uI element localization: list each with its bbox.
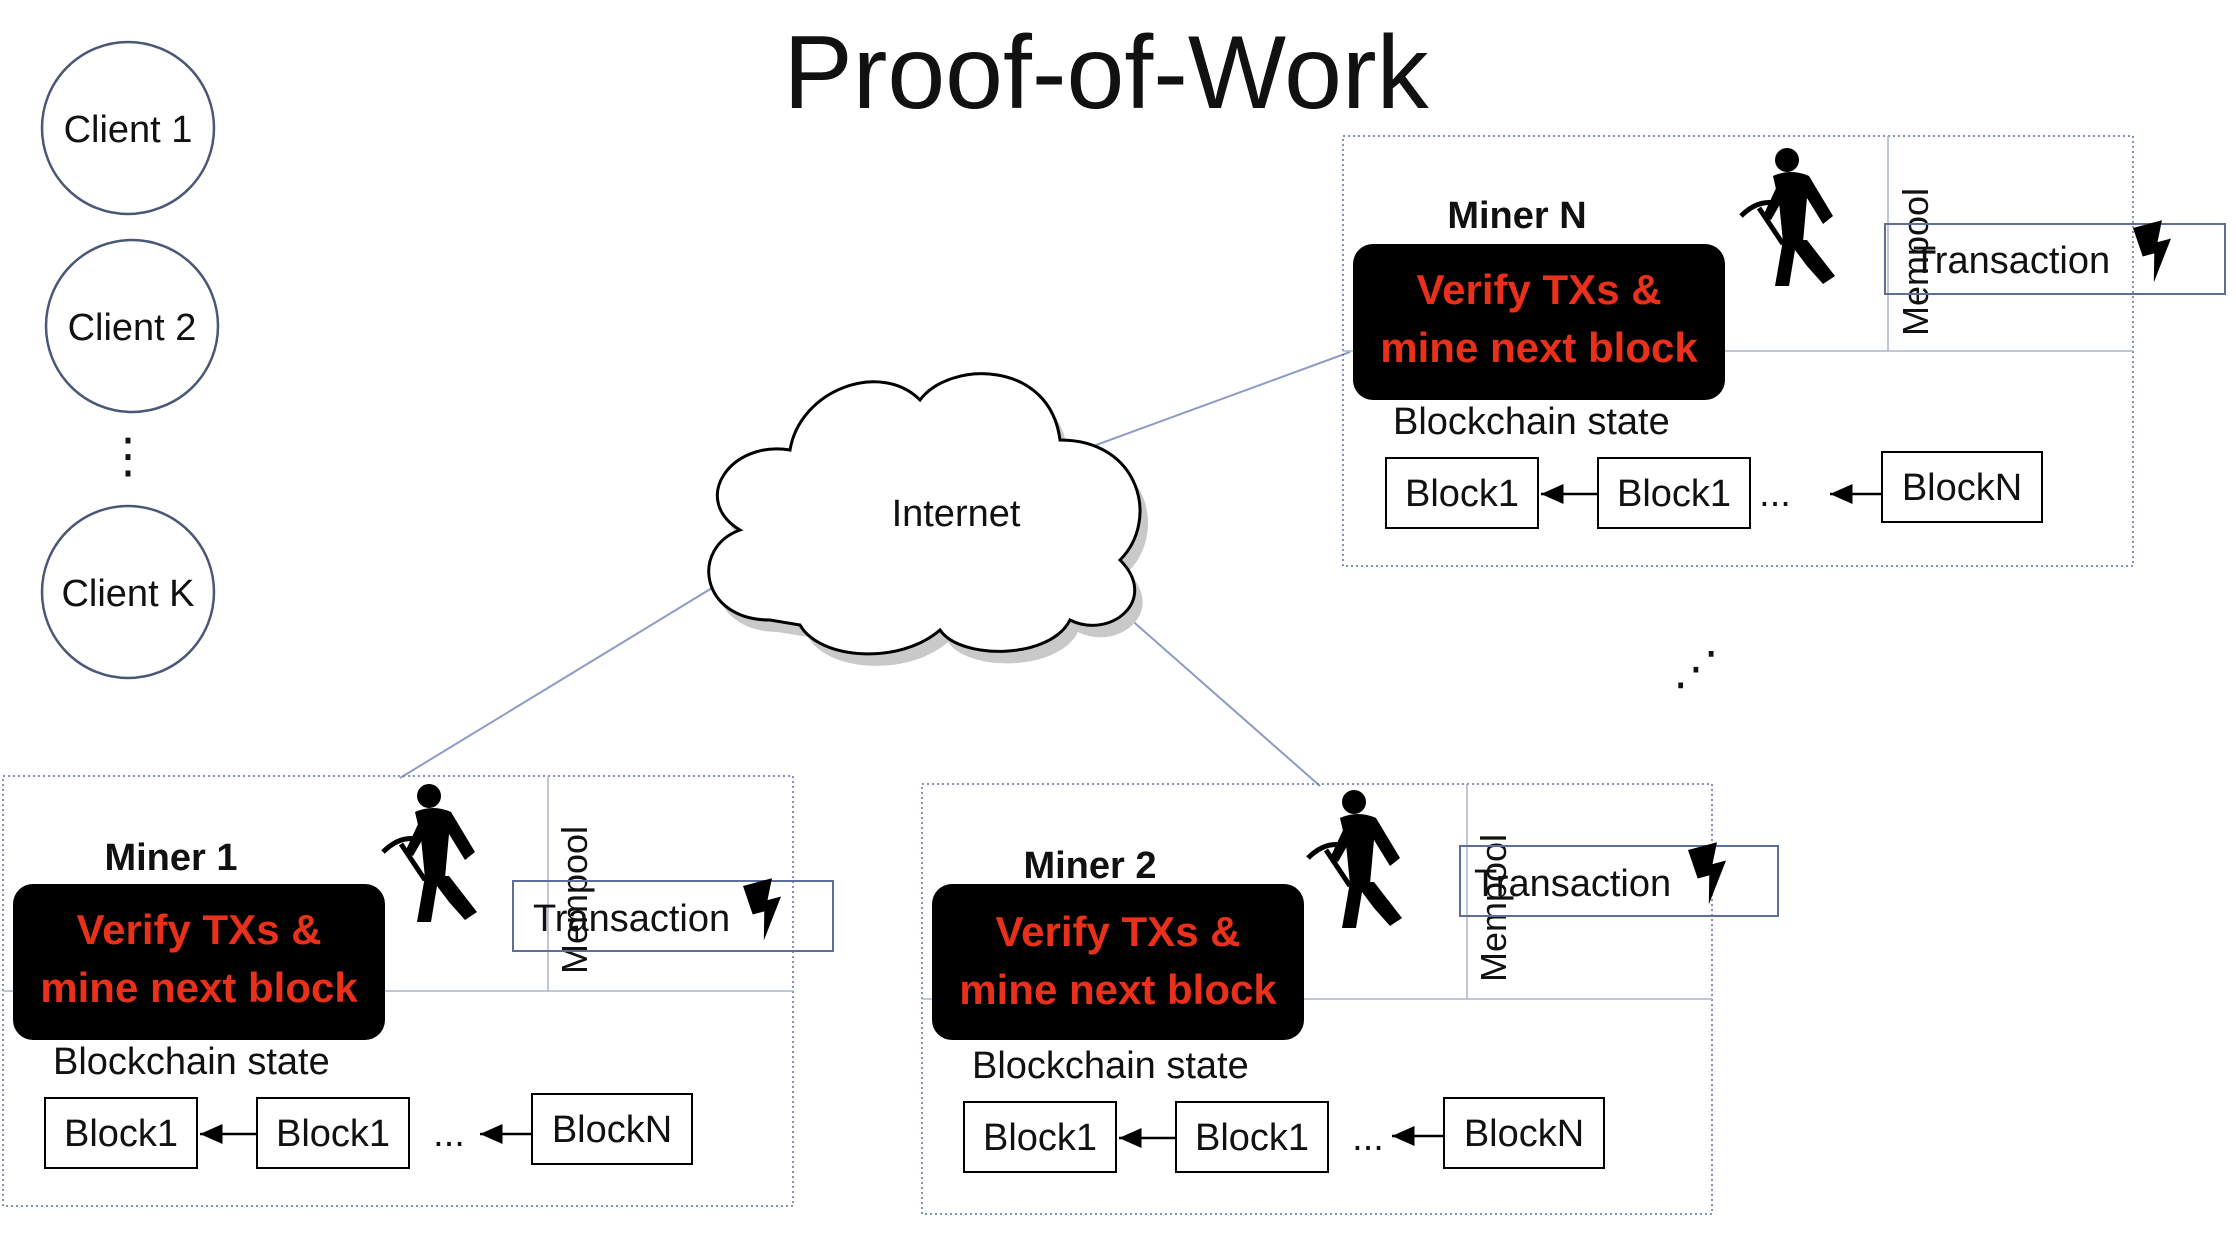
block-box bbox=[963, 1101, 1117, 1173]
verify-box bbox=[932, 884, 1304, 1040]
lightning-bolt-icon bbox=[743, 877, 791, 943]
miner-name: Miner 1 bbox=[104, 837, 237, 879]
mempool-label: Mempool bbox=[1895, 188, 1936, 336]
block-label: Block1 bbox=[983, 1117, 1097, 1159]
verify-box bbox=[13, 884, 385, 1040]
transaction-label: Transaction bbox=[533, 898, 730, 940]
verify-line-1: Verify TXs & bbox=[1416, 266, 1661, 313]
miner-name: Miner 2 bbox=[1023, 845, 1156, 887]
block-label: Block1 bbox=[1617, 473, 1731, 515]
miner-name: Miner N bbox=[1447, 195, 1586, 237]
verify-line-2: mine next block bbox=[1380, 324, 1698, 371]
block-label: Block1 bbox=[1405, 473, 1519, 515]
miner-panel: Miner 2 Verify TXs & mine next block Mem… bbox=[921, 783, 1779, 1215]
block-ellipsis: ... bbox=[1759, 473, 1791, 515]
block-label: Block1 bbox=[1195, 1117, 1309, 1159]
block-box bbox=[1443, 1097, 1605, 1169]
block-label: Block1 bbox=[276, 1113, 390, 1155]
transaction-box bbox=[512, 880, 834, 952]
client-node: Client K bbox=[40, 504, 216, 680]
block-box bbox=[1385, 457, 1539, 529]
block-box bbox=[256, 1097, 410, 1169]
internet-label: Internet bbox=[892, 493, 1021, 535]
block-label: BlockN bbox=[1464, 1113, 1584, 1155]
verify-line-2: mine next block bbox=[959, 966, 1277, 1013]
verify-line-1: Verify TXs & bbox=[76, 906, 321, 953]
block-box bbox=[1597, 457, 1751, 529]
network-connectors bbox=[399, 351, 1351, 787]
cloud-icon: Internet bbox=[707, 372, 1148, 666]
connector-to-miner-2 bbox=[1119, 609, 1321, 787]
client-node: Client 1 bbox=[40, 40, 216, 216]
connector-to-miner-n bbox=[1087, 351, 1351, 449]
mempool-label: Mempool bbox=[554, 826, 595, 974]
block-box bbox=[531, 1093, 693, 1165]
client-node: Client 2 bbox=[44, 238, 220, 414]
mempool-label: Mempool bbox=[1473, 834, 1514, 982]
miner-with-pickaxe-icon bbox=[1741, 148, 1835, 286]
miner-panel: Miner 1 Verify TXs & mine next block Mem… bbox=[2, 775, 834, 1207]
transaction-label: Transaction bbox=[1474, 863, 1671, 905]
blockchain-row: Block1 Block1 ... BlockN bbox=[963, 1097, 1605, 1173]
miner-with-pickaxe-icon bbox=[1308, 790, 1402, 928]
clients-ellipsis: ⋮ bbox=[104, 430, 152, 483]
verify-line-2: mine next block bbox=[40, 964, 358, 1011]
blockchain-row: Block1 Block1 ... BlockN bbox=[1385, 451, 2043, 529]
block-ellipsis: ... bbox=[1352, 1117, 1384, 1159]
miner-panel: Miner N Verify TXs & mine next block Mem… bbox=[1342, 135, 2226, 567]
transaction-box bbox=[1884, 223, 2226, 295]
blockchain-state-label: Blockchain state bbox=[1393, 401, 1670, 443]
lightning-bolt-icon bbox=[2133, 219, 2181, 285]
client-label: Client 2 bbox=[68, 307, 197, 349]
more-miners-ellipsis: ⋰ bbox=[1673, 642, 1719, 694]
transaction-label: Transaction bbox=[1913, 240, 2110, 282]
blockchain-state-label: Blockchain state bbox=[53, 1041, 330, 1083]
blockchain-state-label: Blockchain state bbox=[972, 1045, 1249, 1087]
verify-box bbox=[1353, 244, 1725, 400]
client-label: Client 1 bbox=[64, 109, 193, 151]
block-label: BlockN bbox=[1902, 467, 2022, 509]
miner-with-pickaxe-icon bbox=[383, 784, 477, 922]
page-title: Proof-of-Work bbox=[783, 15, 1429, 131]
connector-to-miner-1 bbox=[399, 587, 713, 779]
clients-column: Client 1 Client 2 ⋮ Client K bbox=[40, 40, 220, 680]
block-label: Block1 bbox=[64, 1113, 178, 1155]
block-label: BlockN bbox=[552, 1109, 672, 1151]
block-ellipsis: ... bbox=[433, 1113, 465, 1155]
lightning-bolt-icon bbox=[1688, 841, 1736, 907]
client-label: Client K bbox=[61, 573, 194, 615]
transaction-box bbox=[1459, 845, 1779, 917]
block-box bbox=[1175, 1101, 1329, 1173]
block-box bbox=[1881, 451, 2043, 523]
block-box bbox=[44, 1097, 198, 1169]
verify-line-1: Verify TXs & bbox=[995, 908, 1240, 955]
blockchain-row: Block1 Block1 ... BlockN bbox=[44, 1093, 693, 1169]
